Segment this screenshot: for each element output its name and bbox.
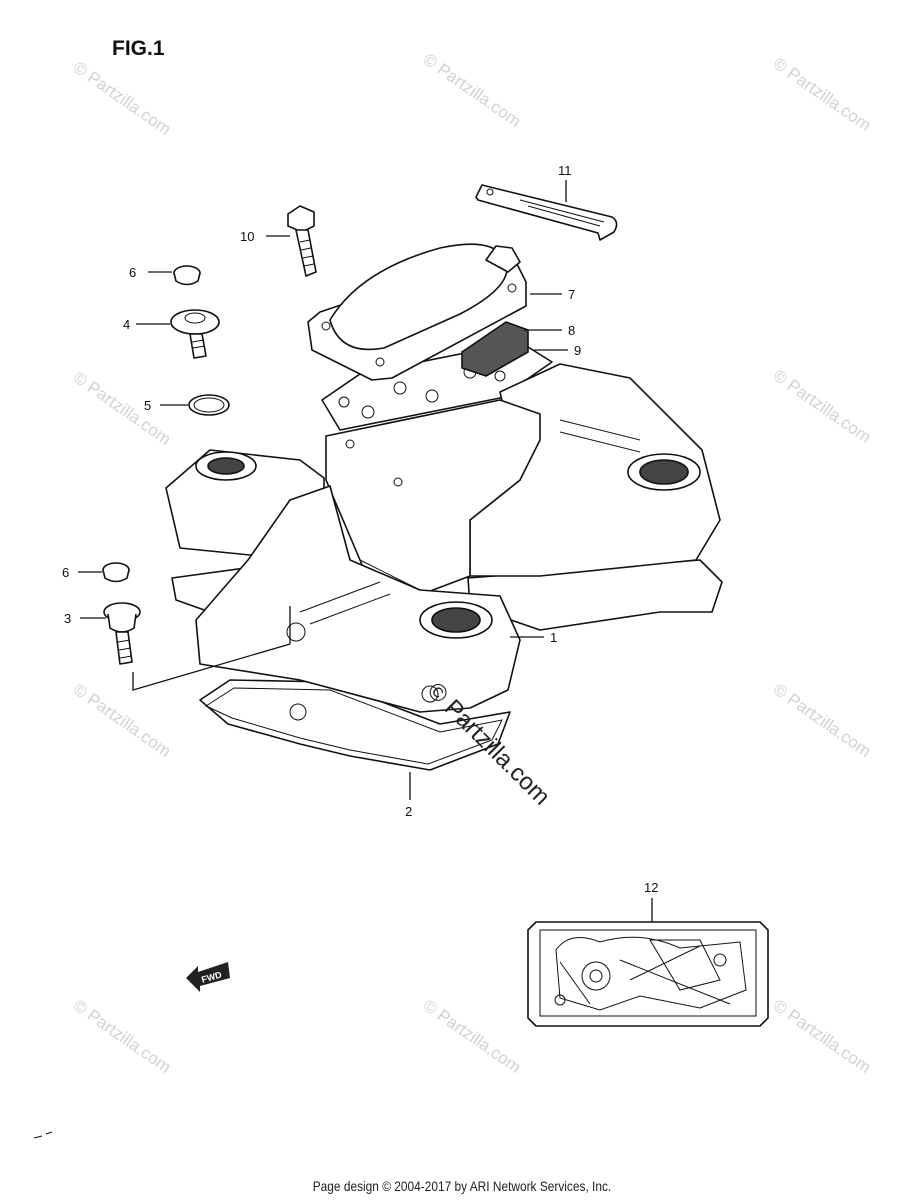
part-1-cylinder-head-cover <box>165 363 721 713</box>
callout-3: 3 <box>64 611 71 626</box>
part-10-bolt <box>287 205 317 277</box>
callout-12: 12 <box>644 880 658 895</box>
part-12-gasket-set <box>527 921 769 1027</box>
callout-1: 1 <box>550 630 557 645</box>
callout-2: 2 <box>405 804 412 819</box>
figure-title: FIG.1 <box>112 37 165 60</box>
watermark: © Partzilla.com <box>70 368 175 449</box>
part-6-cap-upper <box>173 265 201 286</box>
part-7-cover <box>307 243 527 381</box>
watermark: © Partzilla.com <box>770 366 875 447</box>
watermark: © Partzilla.com <box>770 996 875 1077</box>
callouts: 6 4 5 6 3 10 11 7 8 9 1 2 12 <box>62 163 658 895</box>
part-8-element <box>461 321 529 377</box>
part-5-o-ring <box>188 394 230 416</box>
watermark: © Partzilla.com <box>70 996 175 1077</box>
callout-7: 7 <box>568 287 575 302</box>
part-4-grommet-bolt <box>170 309 220 359</box>
fwd-arrow-icon: FWD <box>186 962 230 992</box>
stray-mark <box>33 1131 53 1139</box>
callout-4: 4 <box>123 317 130 332</box>
callout-5: 5 <box>144 398 151 413</box>
watermark: © Partzilla.com <box>770 54 875 135</box>
part-5-o-ring-inner <box>193 397 225 413</box>
callout-10: 10 <box>240 229 254 244</box>
watermark: © Partzilla.com <box>70 58 175 139</box>
assembly-line <box>132 606 291 691</box>
callout-9: 9 <box>574 343 581 358</box>
leader-lines <box>78 180 653 922</box>
watermark: © Partzilla.com <box>420 996 525 1077</box>
watermark: © Partzilla.com <box>770 680 875 761</box>
part-6-cap-lower <box>102 562 130 583</box>
watermark: © Partzilla.com <box>420 50 525 131</box>
watermark: © Partzilla.com <box>70 680 175 761</box>
callout-11: 11 <box>558 163 572 178</box>
footer-copyright: Page design © 2004-2017 by ARI Network S… <box>312 1178 612 1194</box>
callout-6: 6 <box>129 265 136 280</box>
callout-8: 8 <box>568 323 575 338</box>
part-3-bolt <box>103 602 141 665</box>
part-11-bracket <box>475 184 618 241</box>
callout-6: 6 <box>62 565 69 580</box>
